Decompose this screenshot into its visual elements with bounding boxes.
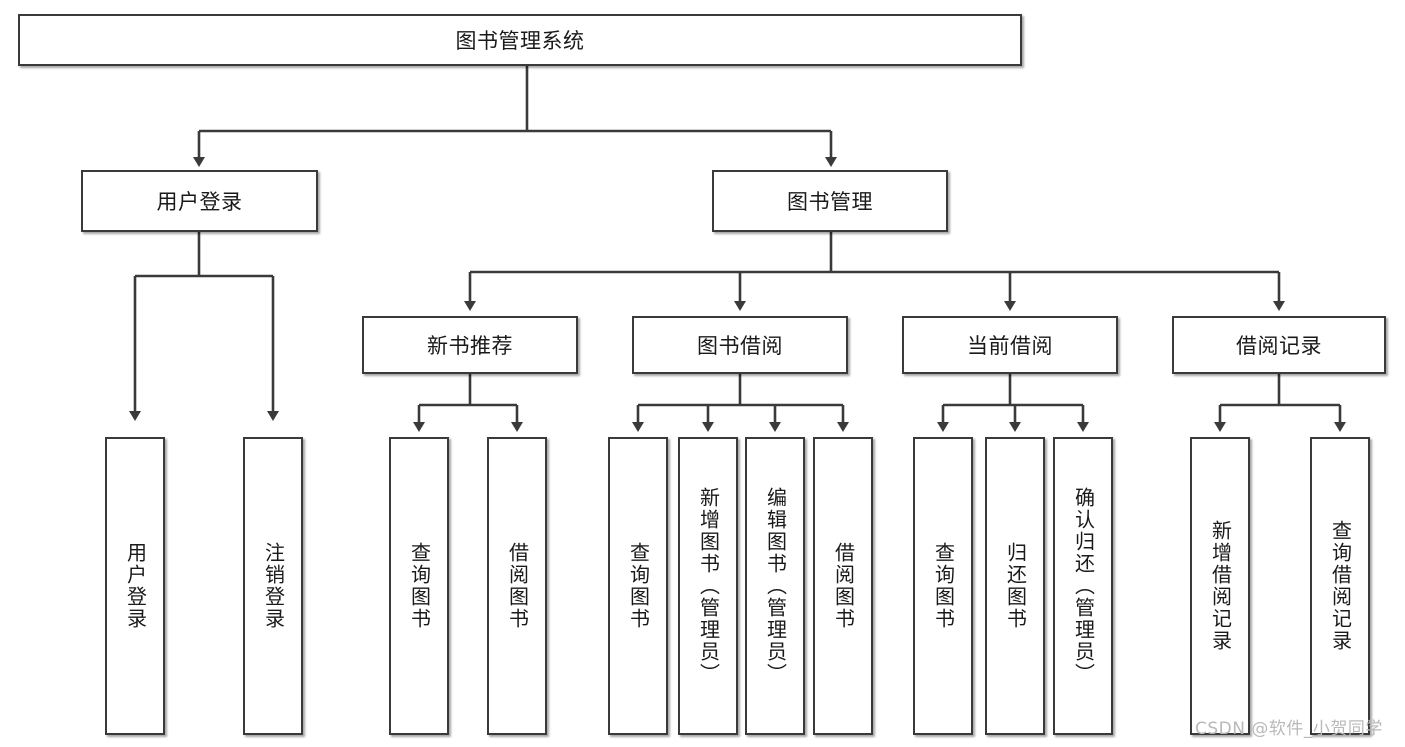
leaf-nb-query-book[interactable]: 查询图书 bbox=[389, 437, 449, 735]
leaf-cb-confirm-return-admin-label: 确认归还（管理员） bbox=[1071, 487, 1096, 685]
leaf-user-login-label: 用户登录 bbox=[123, 542, 148, 630]
node-new-book-recommend[interactable]: 新书推荐 bbox=[362, 316, 578, 374]
leaf-br-query-record-label: 查询借阅记录 bbox=[1328, 520, 1353, 652]
leaf-br-query-record[interactable]: 查询借阅记录 bbox=[1310, 437, 1370, 735]
node-new-book-recommend-label: 新书推荐 bbox=[427, 334, 513, 358]
node-user-login-label: 用户登录 bbox=[156, 190, 243, 214]
leaf-nb-borrow-book-label: 借阅图书 bbox=[505, 542, 530, 630]
leaf-bb-edit-book-admin-label: 编辑图书（管理员） bbox=[763, 487, 788, 685]
watermark-text: CSDN @软件_小贺同学 bbox=[1195, 719, 1383, 739]
leaf-bb-query-book-label: 查询图书 bbox=[626, 542, 651, 630]
node-book-borrow[interactable]: 图书借阅 bbox=[632, 316, 848, 374]
node-book-borrow-label: 图书借阅 bbox=[697, 334, 783, 358]
leaf-user-login[interactable]: 用户登录 bbox=[105, 437, 165, 735]
leaf-bb-query-book[interactable]: 查询图书 bbox=[608, 437, 668, 735]
node-borrow-record-label: 借阅记录 bbox=[1236, 334, 1322, 358]
node-current-borrow[interactable]: 当前借阅 bbox=[902, 316, 1118, 374]
leaf-br-add-record-label: 新增借阅记录 bbox=[1208, 520, 1233, 652]
node-book-management[interactable]: 图书管理 bbox=[712, 170, 948, 232]
leaf-cb-query-book-label: 查询图书 bbox=[931, 542, 956, 630]
leaf-cb-return-book-label: 归还图书 bbox=[1003, 542, 1028, 630]
leaf-logout-label: 注销登录 bbox=[261, 542, 286, 630]
leaf-bb-borrow-book[interactable]: 借阅图书 bbox=[813, 437, 873, 735]
node-root[interactable]: 图书管理系统 bbox=[18, 14, 1022, 66]
node-current-borrow-label: 当前借阅 bbox=[967, 334, 1053, 358]
leaf-bb-borrow-book-label: 借阅图书 bbox=[831, 542, 856, 630]
leaf-bb-edit-book-admin[interactable]: 编辑图书（管理员） bbox=[745, 437, 805, 735]
leaf-cb-confirm-return-admin[interactable]: 确认归还（管理员） bbox=[1053, 437, 1113, 735]
leaf-nb-query-book-label: 查询图书 bbox=[407, 542, 432, 630]
leaf-bb-add-book-admin[interactable]: 新增图书（管理员） bbox=[678, 437, 738, 735]
leaf-cb-return-book[interactable]: 归还图书 bbox=[985, 437, 1045, 735]
leaf-cb-query-book[interactable]: 查询图书 bbox=[913, 437, 973, 735]
leaf-bb-add-book-admin-label: 新增图书（管理员） bbox=[696, 487, 721, 685]
node-borrow-record[interactable]: 借阅记录 bbox=[1172, 316, 1386, 374]
node-root-label: 图书管理系统 bbox=[455, 29, 585, 53]
node-book-management-label: 图书管理 bbox=[787, 190, 873, 214]
leaf-nb-borrow-book[interactable]: 借阅图书 bbox=[487, 437, 547, 735]
leaf-logout[interactable]: 注销登录 bbox=[243, 437, 303, 735]
node-user-login[interactable]: 用户登录 bbox=[81, 170, 318, 232]
leaf-br-add-record[interactable]: 新增借阅记录 bbox=[1190, 437, 1250, 735]
